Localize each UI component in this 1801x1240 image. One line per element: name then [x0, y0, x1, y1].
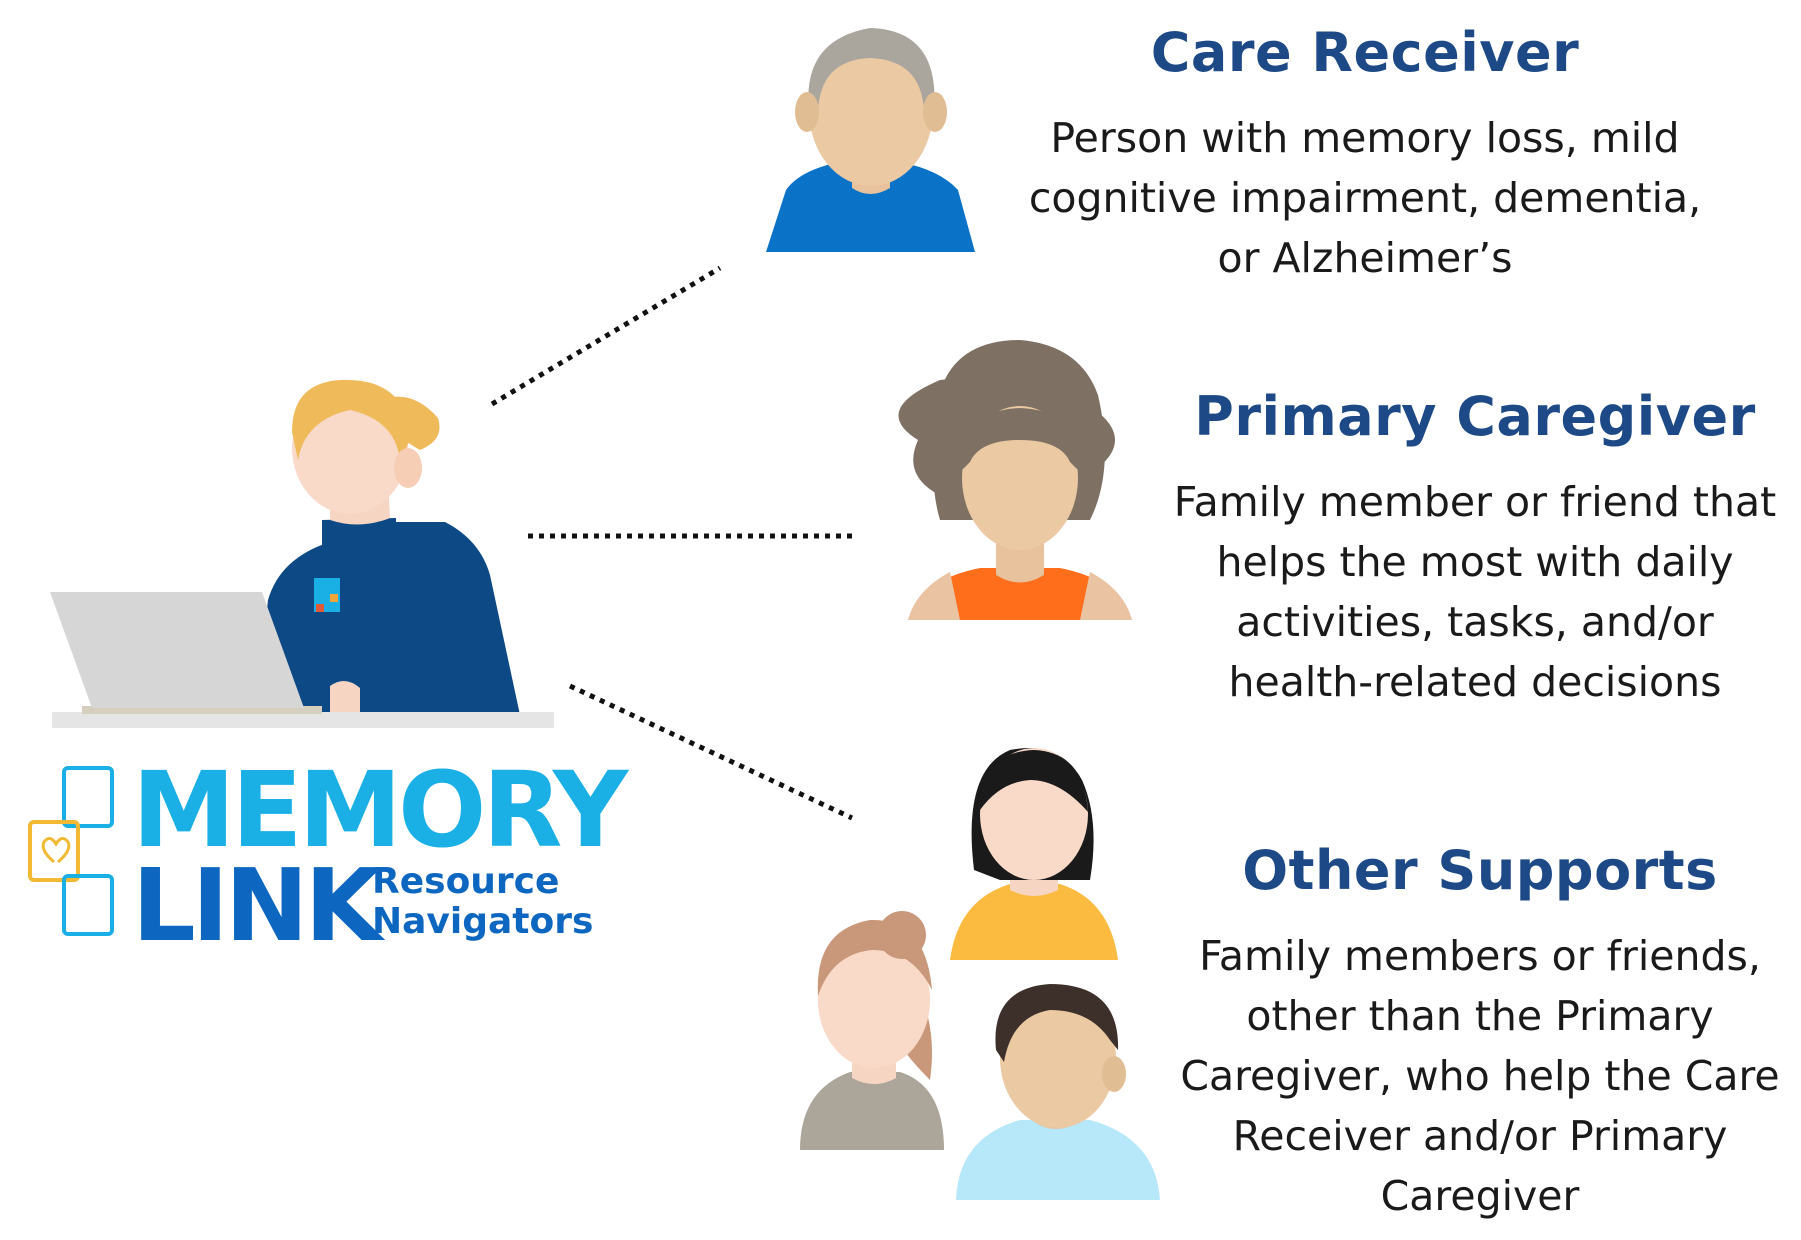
logo-word-memory: MEMORY [132, 749, 628, 871]
care-receiver-description: Person with memory loss, mild cognitive … [1015, 108, 1715, 288]
navigator-person-icon [52, 379, 554, 728]
description-line: other than the Primary [1246, 992, 1714, 1040]
description-line: Caregiver, who help the Care [1180, 1052, 1780, 1100]
description-line: Caregiver [1380, 1172, 1580, 1220]
logo-tagline-resource: Resource [372, 861, 560, 902]
other-supports-title: Other Supports [1242, 839, 1718, 902]
primary-caregiver-title: Primary Caregiver [1194, 385, 1756, 448]
support-woman-black-hair-icon [950, 748, 1118, 960]
description-line: Receiver and/or Primary [1232, 1112, 1728, 1160]
primary-caregiver-description: Family member or friend that helps the m… [1150, 472, 1800, 712]
description-line: helps the most with daily [1216, 538, 1734, 586]
other-supports-block: Other Supports Family members or friends… [1160, 840, 1800, 1226]
description-line: or Alzheimer’s [1217, 234, 1513, 282]
description-line: activities, tasks, and/or [1236, 598, 1714, 646]
description-line: Family members or friends, [1199, 932, 1761, 980]
description-line: cognitive impairment, dementia, [1028, 174, 1702, 222]
connector-to-other-supports [568, 683, 854, 821]
primary-caregiver-block: Primary Caregiver Family member or frien… [1150, 386, 1800, 712]
care-receiver-avatar-icon [766, 28, 975, 252]
support-woman-ponytail-icon [800, 911, 944, 1150]
heart-icon [41, 837, 71, 864]
connector-lines [490, 265, 854, 821]
description-line: Family member or friend that [1173, 478, 1777, 526]
memory-link-logo-icon [28, 766, 114, 936]
logo-tagline-navigators: Navigators [372, 901, 594, 942]
care-receiver-title: Care Receiver [1150, 21, 1580, 84]
laptop-icon [50, 592, 304, 708]
other-supports-description: Family members or friends, other than th… [1160, 926, 1800, 1226]
care-receiver-block: Care Receiver Person with memory loss, m… [1015, 22, 1715, 288]
description-line: health-related decisions [1228, 658, 1722, 706]
support-man-icon [956, 984, 1160, 1200]
description-line: Person with memory loss, mild [1050, 114, 1680, 162]
connector-to-care-receiver [490, 265, 722, 407]
primary-caregiver-avatar-icon [898, 340, 1132, 620]
logo-word-link: LINK [132, 847, 382, 964]
